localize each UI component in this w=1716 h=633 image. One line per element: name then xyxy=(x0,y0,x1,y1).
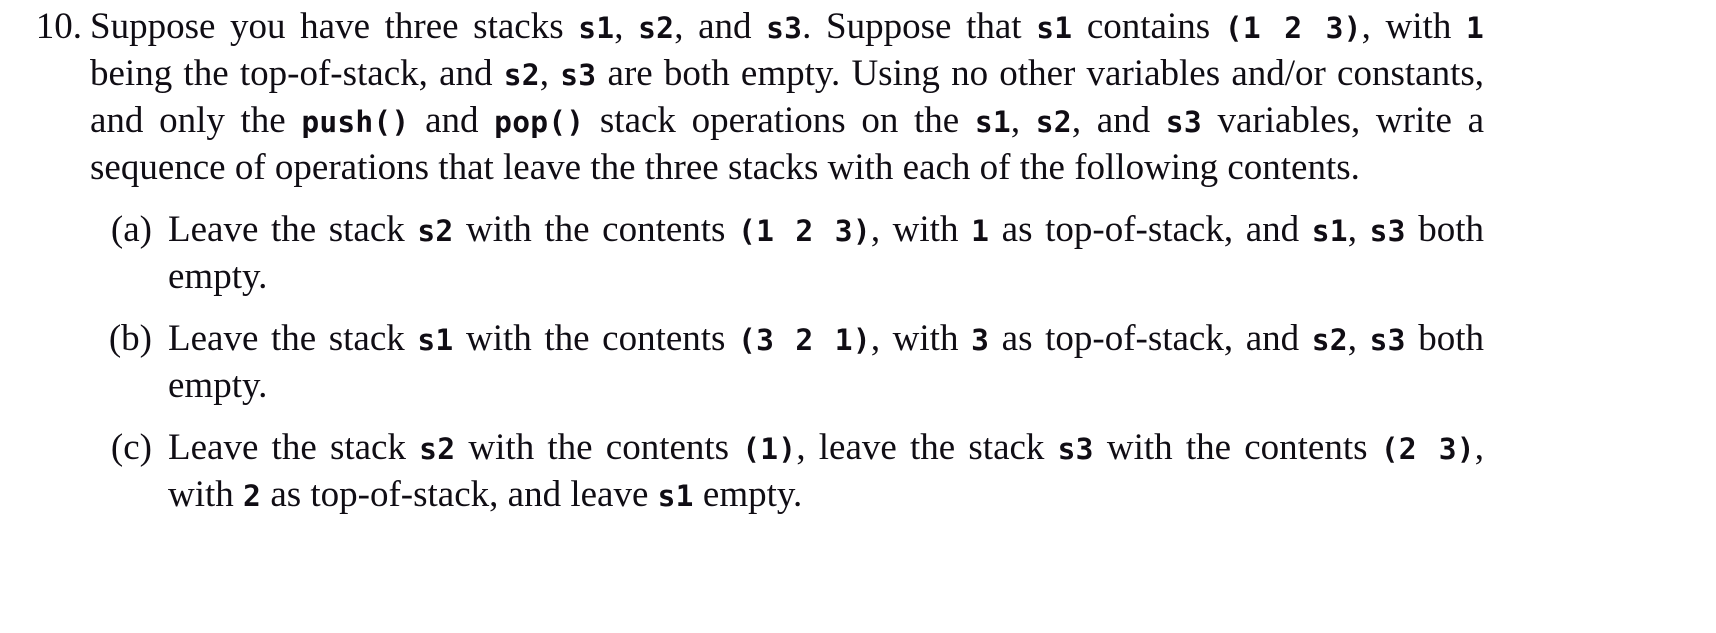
code-s3: s3 xyxy=(1369,323,1406,357)
text-fragment: , with xyxy=(870,209,972,250)
text-fragment: as top-of-stack, and xyxy=(989,318,1312,359)
code-stack-contents: (3 2 1) xyxy=(738,323,871,357)
text-fragment: , and xyxy=(674,6,767,47)
text-fragment: , with xyxy=(168,427,1484,515)
code-s2: s2 xyxy=(503,58,540,92)
text-fragment: Leave the stack xyxy=(168,318,418,359)
text-fragment: variables, write a sequence of operation… xyxy=(90,100,1485,188)
subitem-c: (c) Leave the stack s2 with the contents… xyxy=(90,425,1484,519)
problem-statement: Suppose you have three stacks s1, s2, an… xyxy=(90,4,1484,190)
text-fragment: stack operations on the xyxy=(584,100,975,141)
text-fragment: , with xyxy=(870,318,972,359)
text-fragment: Leave the stack xyxy=(168,209,418,250)
code-stack-contents: (1 2 3) xyxy=(738,214,871,248)
code-s3: s3 xyxy=(766,11,803,45)
problem-10: 10. Suppose you have three stacks s1, s2… xyxy=(35,4,1484,519)
text-fragment: and xyxy=(409,100,495,141)
text-fragment: , xyxy=(614,6,639,47)
text-fragment: , and xyxy=(1071,100,1166,141)
code-s1: s1 xyxy=(657,479,694,513)
code-pop-operation: pop() xyxy=(494,105,585,139)
subitem-a: (a) Leave the stack s2 with the contents… xyxy=(90,207,1484,299)
text-fragment: , leave the stack xyxy=(796,427,1058,468)
code-stack-contents: (1 2 3) xyxy=(1224,11,1362,45)
text-fragment: , xyxy=(1347,209,1370,250)
code-s2: s2 xyxy=(1035,105,1072,139)
text-fragment: contains xyxy=(1072,6,1225,47)
text-fragment: with the contents xyxy=(455,427,743,468)
code-s1: s1 xyxy=(1311,214,1348,248)
text-fragment: with the contents xyxy=(1093,427,1381,468)
text-fragment: as top-of-stack, and xyxy=(989,209,1312,250)
code-s2: s2 xyxy=(419,432,456,466)
code-stack-contents: (2 3) xyxy=(1380,432,1475,466)
text-fragment: being the top-of-stack, and xyxy=(90,53,504,94)
subitem-marker: (a) xyxy=(110,209,152,250)
code-s3: s3 xyxy=(1165,105,1202,139)
code-s1: s1 xyxy=(1036,11,1073,45)
subitem-marker: (b) xyxy=(108,318,152,359)
code-s2: s2 xyxy=(1311,323,1348,357)
text-fragment: Leave the stack xyxy=(168,427,420,468)
code-stack-contents: (1) xyxy=(742,432,797,466)
text-fragment: both empty. xyxy=(168,318,1485,406)
code-s3: s3 xyxy=(1057,432,1094,466)
text-fragment: , with xyxy=(1361,6,1466,47)
code-top-of-stack-value: 3 xyxy=(971,323,990,357)
subitem-list: (a) Leave the stack s2 with the contents… xyxy=(90,207,1484,519)
code-s1: s1 xyxy=(578,11,615,45)
code-top-of-stack-value: 1 xyxy=(1465,11,1484,45)
code-s3: s3 xyxy=(560,58,597,92)
text-fragment: . Suppose that xyxy=(802,6,1037,47)
text-fragment: with the contents xyxy=(453,318,739,359)
code-s3: s3 xyxy=(1369,214,1406,248)
text-fragment: , xyxy=(539,53,561,94)
text-fragment: as top-of-stack, and leave xyxy=(261,474,658,515)
code-s1: s1 xyxy=(417,323,454,357)
subitem-b: (b) Leave the stack s1 with the contents… xyxy=(90,316,1484,408)
text-fragment: with the contents xyxy=(453,209,739,250)
code-s1: s1 xyxy=(974,105,1011,139)
code-s2: s2 xyxy=(638,11,675,45)
code-s2: s2 xyxy=(417,214,454,248)
text-fragment: are both empty. Using no other variables… xyxy=(90,53,1485,141)
code-push-operation: push() xyxy=(301,105,410,139)
text-fragment: Suppose you have three stacks xyxy=(90,6,579,47)
text-fragment: both empty. xyxy=(168,209,1485,297)
text-fragment: , xyxy=(1010,100,1036,141)
text-fragment: empty. xyxy=(693,474,803,515)
code-top-of-stack-value: 2 xyxy=(243,479,262,513)
subitem-text: Leave the stack s2 with the contents (1)… xyxy=(168,425,1484,519)
subitem-text: Leave the stack s1 with the contents (3 … xyxy=(168,316,1484,408)
subitem-marker: (c) xyxy=(110,427,152,468)
code-top-of-stack-value: 1 xyxy=(971,214,990,248)
subitem-text: Leave the stack s2 with the contents (1 … xyxy=(168,207,1484,299)
problem-number: 10. xyxy=(35,6,82,47)
text-fragment: , xyxy=(1347,318,1370,359)
